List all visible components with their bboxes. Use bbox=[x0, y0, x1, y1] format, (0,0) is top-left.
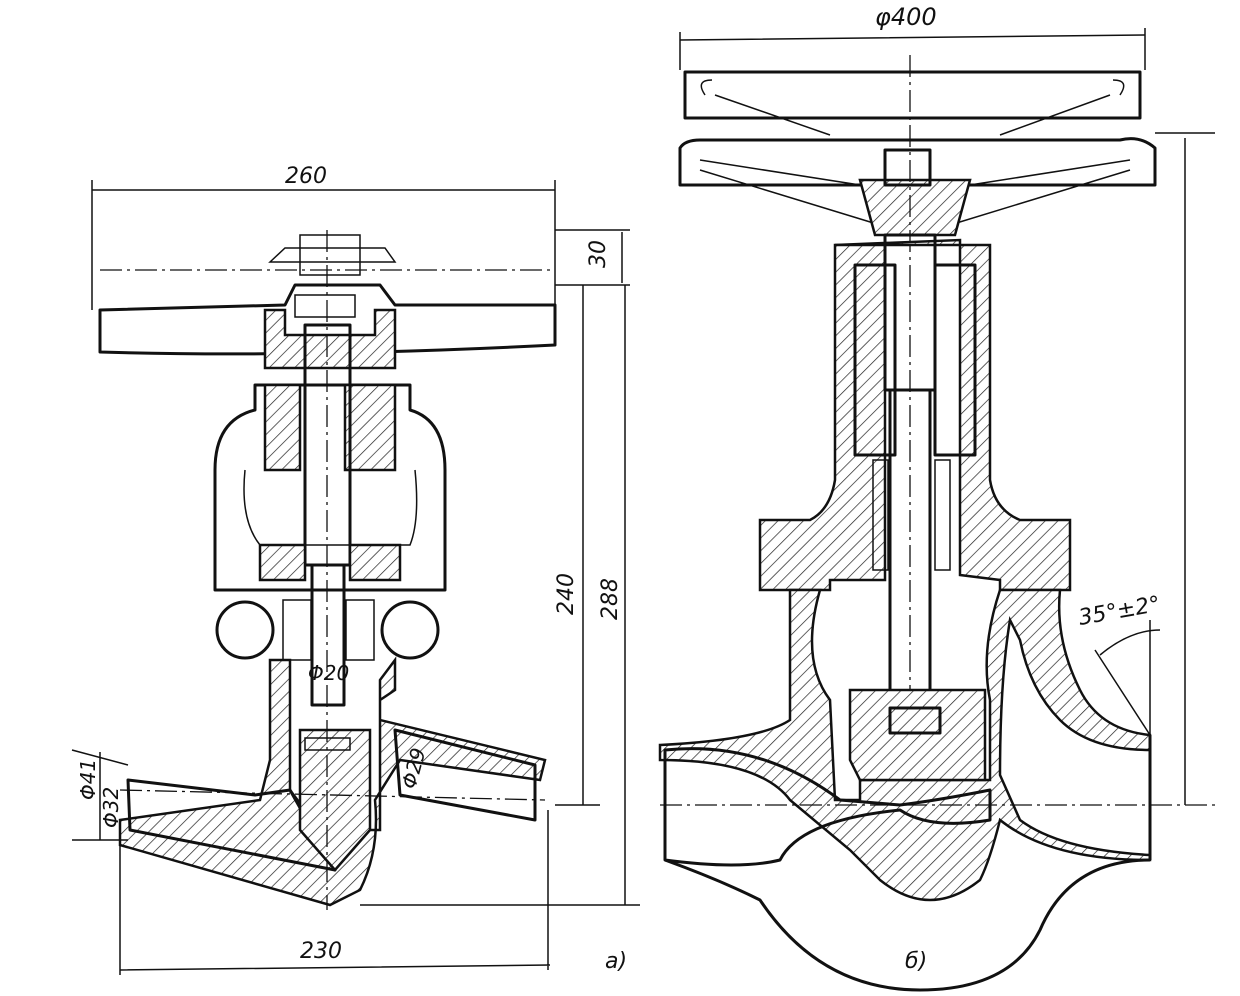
handwheel-b bbox=[678, 137, 1157, 187]
dim-phi32: Φ32 bbox=[99, 787, 123, 828]
figure-label-b: б) bbox=[905, 949, 927, 974]
valve-a bbox=[98, 230, 557, 910]
bonnet-b bbox=[834, 238, 1072, 592]
valve-b bbox=[658, 55, 1215, 992]
dim-230: 230 bbox=[300, 939, 342, 964]
dim-260: 260 bbox=[285, 164, 327, 189]
dim-phi400: φ400 bbox=[875, 3, 937, 31]
dim-30: 30 bbox=[586, 240, 611, 268]
dim-phi20: Φ20 bbox=[308, 661, 349, 685]
dim-288: 288 bbox=[598, 578, 623, 620]
dim-240: 240 bbox=[554, 573, 579, 615]
body-b bbox=[658, 588, 1152, 902]
bonnet-a bbox=[213, 383, 447, 592]
figure-label-a: а) bbox=[605, 949, 627, 974]
body-a bbox=[118, 656, 547, 907]
dimensions-a: 260 30 240 288 Φ20 Φ29 Φ41 Φ32 230 а) bbox=[71, 164, 640, 975]
dim-phi41: Φ41 bbox=[76, 759, 100, 800]
